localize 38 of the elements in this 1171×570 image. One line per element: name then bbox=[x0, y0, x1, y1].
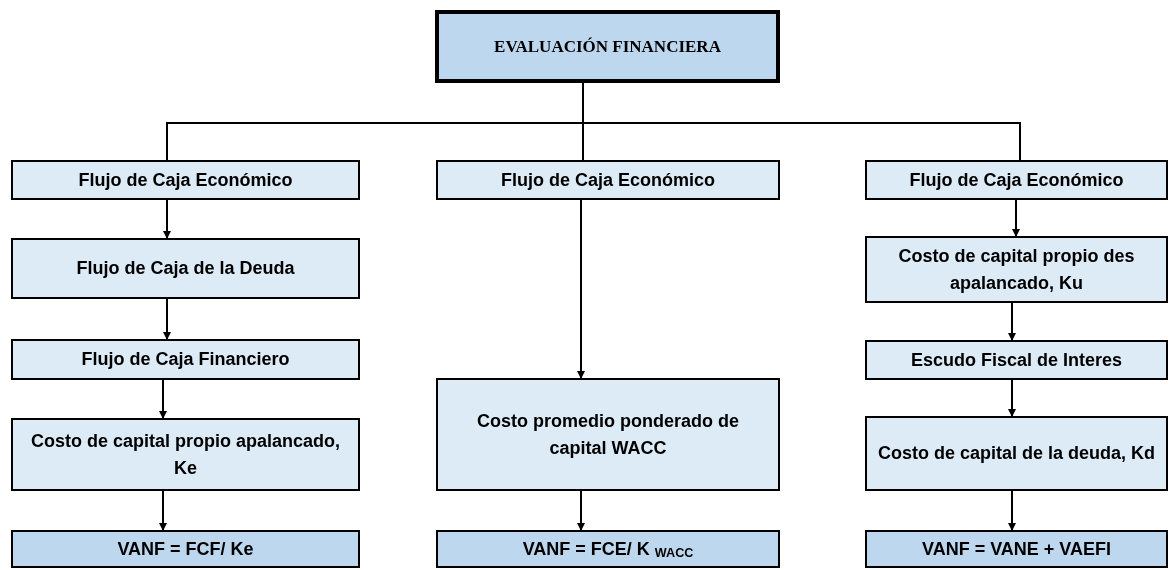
box-text: Flujo de Caja Económico bbox=[78, 168, 293, 192]
process-box bbox=[865, 340, 1168, 380]
arrow bbox=[1008, 490, 1016, 531]
arrow bbox=[577, 199, 585, 379]
box-text: Flujo de Caja Financiero bbox=[81, 348, 290, 371]
process-box bbox=[865, 236, 1168, 303]
box-text: Flujo de Caja de la Deuda bbox=[76, 257, 295, 280]
arrow bbox=[163, 298, 171, 340]
process-box bbox=[865, 416, 1168, 491]
process-box bbox=[11, 238, 360, 299]
arrow bbox=[577, 490, 585, 531]
result-box bbox=[11, 530, 360, 568]
box-text: VANF = VANE + VAEFI bbox=[921, 537, 1111, 561]
box-text: Flujo de Caja Económico bbox=[501, 168, 715, 192]
box-text: Flujo de Caja Económico bbox=[909, 168, 1124, 192]
box-text: Costo de capital de la deuda, Kd bbox=[877, 442, 1156, 465]
box-text: Costo promedio ponderado de capital WACC bbox=[476, 409, 740, 460]
arrow bbox=[1012, 199, 1020, 237]
box-text: VANF = FCE/ K $_{WACC}$ bbox=[522, 537, 694, 562]
title-box bbox=[435, 10, 780, 83]
arrow bbox=[1008, 302, 1016, 341]
process-box bbox=[11, 160, 360, 200]
process-box bbox=[11, 339, 360, 380]
box-text: VANF = FCF/ Ke bbox=[117, 537, 254, 561]
box-text: Costo de capital propio apalancado, Ke bbox=[29, 429, 342, 480]
process-box bbox=[436, 378, 780, 491]
arrow bbox=[159, 490, 167, 531]
result-box bbox=[436, 530, 780, 568]
arrow bbox=[159, 379, 167, 419]
arrow bbox=[1008, 379, 1016, 417]
box-text: Escudo Fiscal de Interes bbox=[910, 348, 1123, 372]
box-text: EVALUACIÓN FINANCIERA bbox=[494, 35, 721, 58]
arrow bbox=[163, 199, 171, 239]
process-box bbox=[865, 160, 1168, 200]
process-box bbox=[11, 418, 360, 491]
result-box bbox=[865, 530, 1168, 568]
process-box bbox=[436, 160, 780, 200]
box-text: Costo de capital propio des apalancado, Ku bbox=[897, 244, 1136, 295]
